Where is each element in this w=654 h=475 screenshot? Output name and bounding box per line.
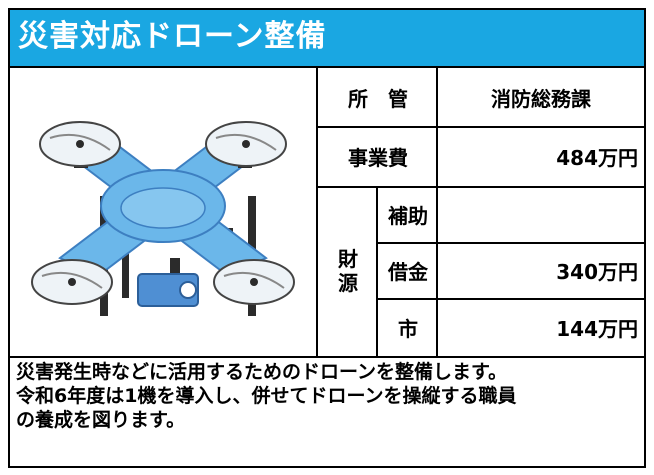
- description-line: の養成を図ります。: [16, 409, 186, 431]
- city-value: 144万円: [436, 298, 644, 356]
- description-line: 災害発生時などに活用するためのドローンを整備します。: [16, 361, 508, 383]
- drone-icon: [31, 121, 295, 316]
- page-title: 災害対応ドローン整備: [18, 19, 327, 54]
- finance-label-top: 財: [338, 247, 358, 271]
- subsidy-label: 補助: [376, 186, 438, 244]
- loan-value: 340万円: [436, 242, 644, 300]
- finance-label-bottom: 源: [338, 271, 358, 295]
- info-table: 所 管 消防総務課 事業費 484万円 財 源 補助 借金 340万円 市 14…: [10, 68, 644, 356]
- description: 災害発生時などに活用するためのドローンを整備します。 令和6年度は1機を導入し、…: [10, 356, 644, 466]
- jurisdiction-value: 消防総務課: [436, 68, 644, 128]
- header-bar: 災害対応ドローン整備: [10, 10, 644, 68]
- cost-value: 484万円: [436, 126, 644, 188]
- finance-label: 財 源: [316, 186, 378, 356]
- loan-label: 借金: [376, 242, 438, 300]
- info-card: 災害対応ドローン整備: [8, 8, 646, 468]
- description-line: 令和6年度は1機を導入し、併せてドローンを操縦する職員: [16, 385, 517, 407]
- drone-illustration: [10, 68, 318, 356]
- subsidy-value: [436, 186, 644, 244]
- city-label: 市: [376, 298, 438, 356]
- jurisdiction-label: 所 管: [316, 68, 438, 128]
- cost-label: 事業費: [316, 126, 438, 188]
